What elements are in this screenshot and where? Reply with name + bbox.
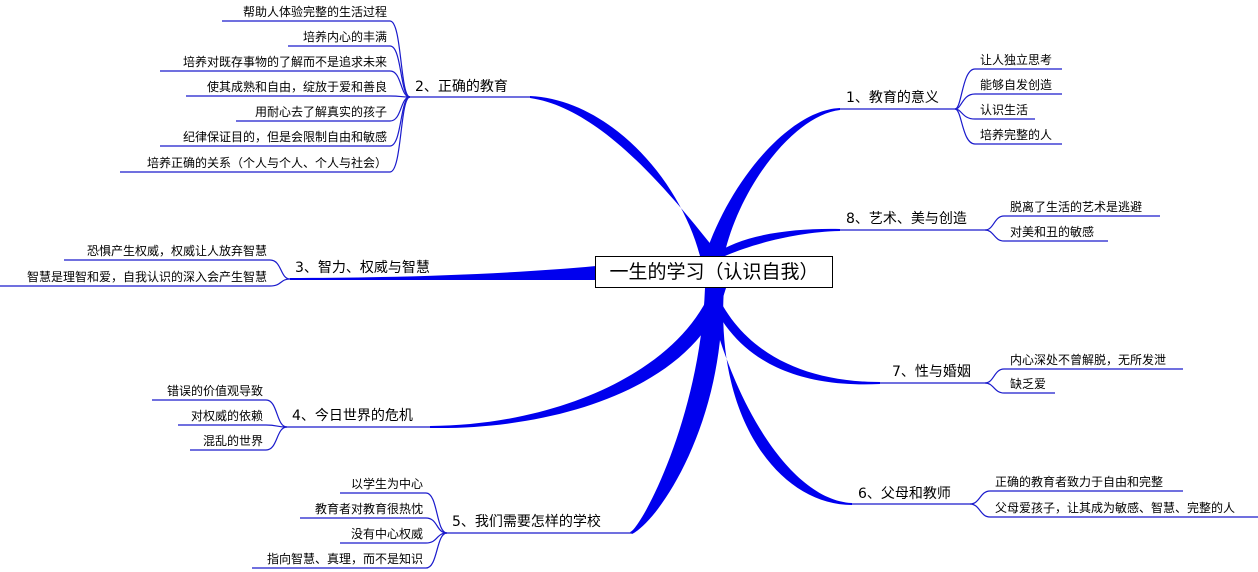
branch-4-label[interactable]: 4、今日世界的危机	[292, 408, 413, 424]
branch-5-label[interactable]: 5、我们需要怎样的学校	[452, 514, 601, 530]
branch-8-item[interactable]: 对美和丑的敏感	[1010, 225, 1095, 239]
branch-6-label[interactable]: 6、父母和教师	[858, 486, 951, 502]
branch-5-item[interactable]: 没有中心权威	[350, 527, 423, 541]
main-branches	[290, 96, 880, 534]
branch-2-item[interactable]: 使其成熟和自由，绽放于爱和善良	[206, 80, 387, 94]
branch-5-item[interactable]: 指向智慧、真理，而不是知识	[266, 552, 423, 566]
branch-5-item[interactable]: 教育者对教育很热忱	[314, 502, 423, 516]
branch-3-item[interactable]: 恐惧产生权威，权威让人放弃智慧	[86, 244, 267, 258]
branch-2-item[interactable]: 纪律保证目的，但是会限制自由和敏感	[182, 130, 387, 144]
branch-3-label[interactable]: 3、智力、权威与智慧	[295, 260, 430, 276]
branch-2-label[interactable]: 2、正确的教育	[415, 79, 508, 95]
sub-lines	[0, 20, 1258, 569]
branch-4-item[interactable]: 对权威的依赖	[190, 409, 263, 423]
branch-2-item[interactable]: 培养对既存事物的了解而不是追求未来	[182, 55, 387, 69]
branch-7-label[interactable]: 7、性与婚姻	[892, 364, 971, 380]
branch-2-connector	[530, 96, 720, 256]
branch-4-connector	[430, 288, 726, 429]
branch-3-connector	[290, 266, 596, 280]
branch-1-item[interactable]: 认识生活	[980, 103, 1029, 117]
branch-2-item[interactable]: 帮助人体验完整的生活过程	[242, 5, 387, 19]
branch-8-label[interactable]: 8、艺术、美与创造	[846, 211, 967, 227]
branch-4-item[interactable]: 错误的价值观导致	[166, 384, 263, 398]
branch-1-item[interactable]: 培养完整的人	[980, 128, 1053, 142]
branch-2-item[interactable]: 用耐心去了解真实的孩子	[254, 105, 387, 119]
center-topic[interactable]: 一生的学习（认识自我）	[595, 256, 833, 288]
branch-7-item[interactable]: 缺乏爱	[1010, 377, 1047, 391]
branch-7-item[interactable]: 内心深处不曾解脱，无所发泄	[1010, 353, 1167, 367]
branch-1-label[interactable]: 1、教育的意义	[846, 90, 939, 106]
branch-1-item[interactable]: 能够自发创造	[980, 78, 1053, 92]
branch-4-item[interactable]: 混乱的世界	[202, 434, 263, 448]
branch-2-item[interactable]: 培养正确的关系（个人与个人、个人与社会）	[146, 156, 387, 170]
branch-5-item[interactable]: 以学生为中心	[350, 477, 423, 491]
branch-2-item[interactable]: 培养内心的丰满	[302, 30, 387, 44]
branch-6-item[interactable]: 正确的教育者致力于自由和完整	[995, 475, 1164, 489]
branch-3-item[interactable]: 智慧是理智和爱，自我认识的深入会产生智慧	[26, 270, 267, 284]
branch-1-item[interactable]: 让人独立思考	[980, 53, 1053, 67]
branch-8-item[interactable]: 脱离了生活的艺术是逃避	[1010, 200, 1143, 214]
branch-7-connector	[706, 288, 880, 385]
branch-8-connector	[712, 228, 840, 256]
branch-6-item[interactable]: 父母爱孩子，让其成为敏感、智慧、完整的人	[995, 501, 1236, 515]
branch-1-connector	[705, 108, 840, 256]
branch-5-connector	[630, 288, 723, 534]
